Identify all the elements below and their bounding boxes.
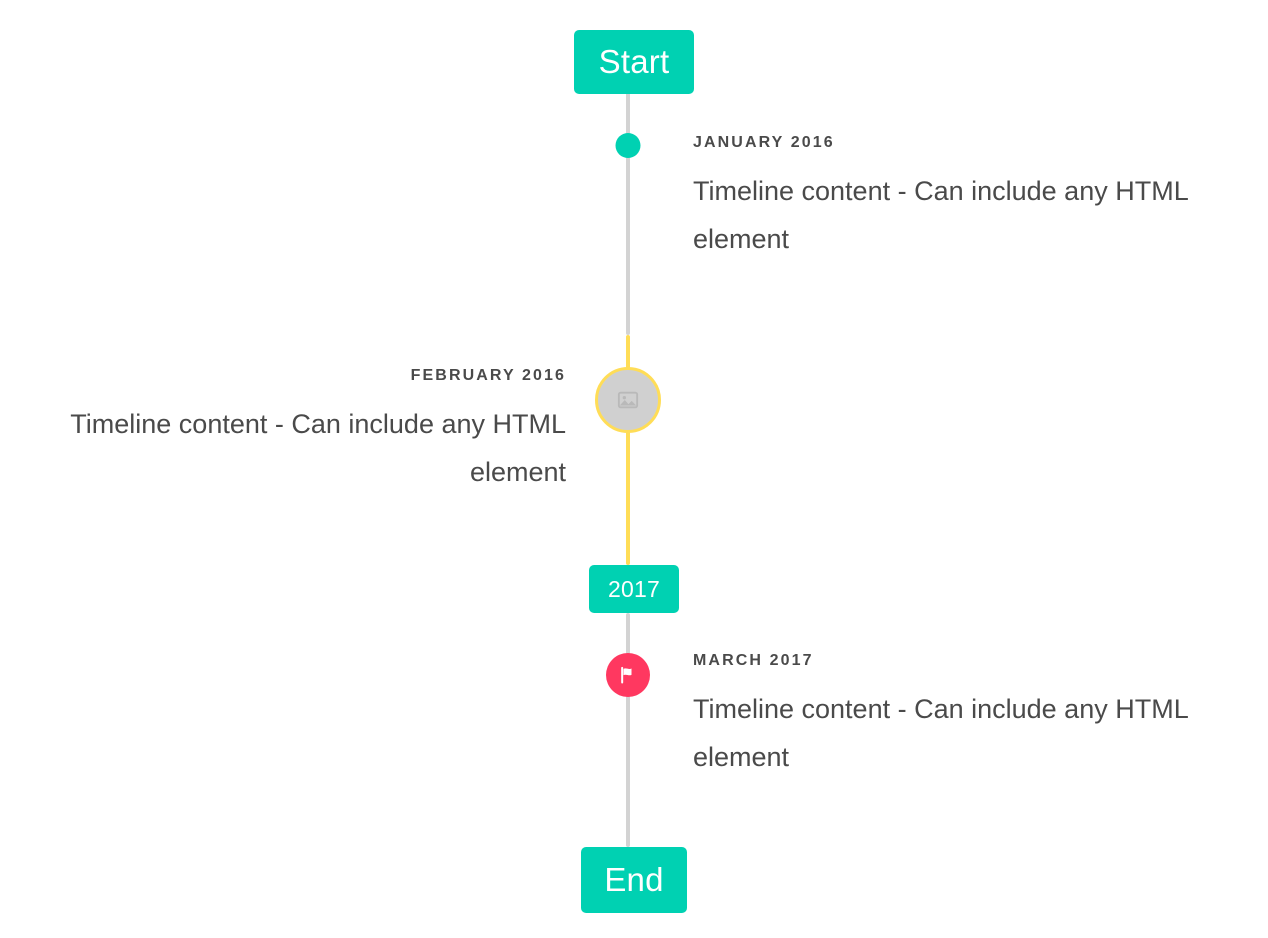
timeline-rail-lower [626,613,630,847]
timeline-header-badge[interactable]: Start [574,30,694,94]
flag-icon [621,666,632,684]
timeline-marker-january-2016[interactable] [615,133,641,158]
timeline-entry-january-2016: JANUARY 2016 Timeline content - Can incl… [693,135,1233,263]
timeline-entry-heading: JANUARY 2016 [693,134,835,151]
timeline-entry-body: Timeline content - Can include any HTML … [70,409,566,488]
timeline-footer-badge[interactable]: End [581,847,687,913]
timeline-entry-heading: MARCH 2017 [693,652,814,669]
timeline-rail-upper [626,92,630,335]
image-icon [617,391,639,409]
timeline-entry-body: Timeline content - Can include any HTML … [693,176,1188,255]
timeline-divider-badge-2017[interactable]: 2017 [589,565,679,613]
timeline-entry-march-2017: MARCH 2017 Timeline content - Can includ… [693,653,1233,781]
timeline-entry-body: Timeline content - Can include any HTML … [693,694,1188,773]
timeline-entry-february-2016: FEBRUARY 2016 Timeline content - Can inc… [38,368,566,496]
timeline-entry-heading: FEBRUARY 2016 [410,367,566,384]
timeline-marker-february-2016[interactable] [595,367,661,433]
timeline-marker-march-2017[interactable] [606,653,650,697]
timeline-rail-active [626,335,630,565]
